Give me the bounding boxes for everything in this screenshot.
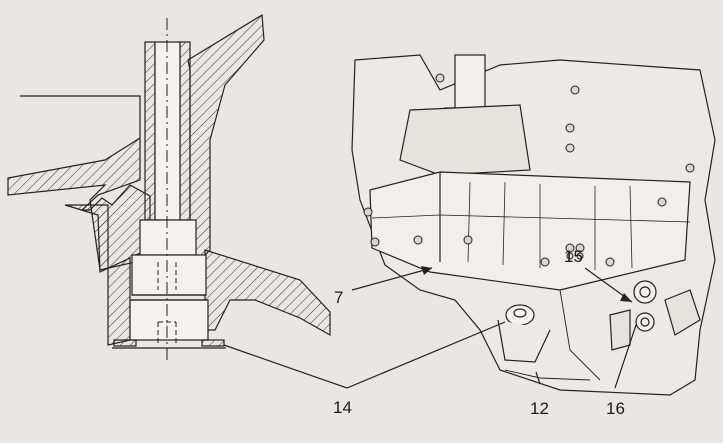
callout-14: 14 (333, 398, 352, 417)
callout-15: 15 (564, 247, 583, 266)
callout-12: 12 (530, 399, 549, 418)
housing-upper-right (187, 13, 265, 261)
leader-arrowheads (421, 266, 632, 302)
leader-14 (223, 321, 506, 389)
tool-shaft-right-wall (179, 41, 191, 221)
output-shaft (454, 54, 486, 111)
cross-section-view (7, 13, 331, 362)
tool-shaft-left-wall (144, 41, 156, 221)
housing-lower-left (64, 204, 131, 346)
upper-casting (399, 104, 531, 176)
leader-lines (223, 267, 637, 389)
tool-collar-lower (129, 299, 209, 341)
callout-16: 16 (606, 399, 625, 418)
seal-ring-right (201, 339, 225, 347)
tool-collar-upper (131, 254, 207, 296)
seal-ring-left (113, 339, 137, 347)
drain-plug (505, 304, 535, 326)
leader-7 (351, 267, 433, 291)
leader-16 (614, 324, 637, 389)
transmission-view (351, 54, 716, 396)
leader-12 (535, 371, 541, 385)
callout-7: 7 (334, 288, 344, 307)
housing-lower-right (204, 249, 331, 337)
sensor-assembly (609, 280, 701, 351)
housing-section-left (7, 95, 151, 271)
tool-body (139, 219, 197, 256)
pan-bolts (363, 73, 695, 267)
